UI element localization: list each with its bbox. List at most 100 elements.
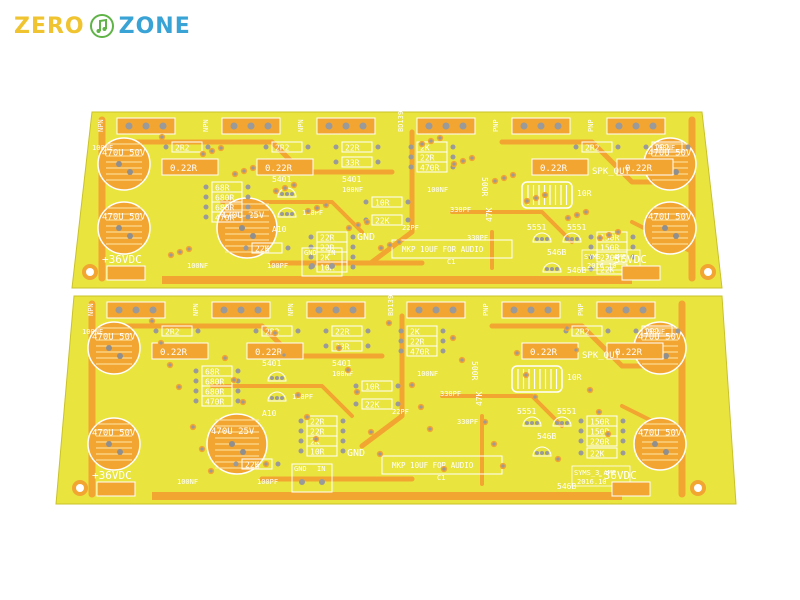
via-hole bbox=[376, 450, 384, 458]
music-note-icon bbox=[89, 14, 114, 38]
resistor-hole bbox=[675, 328, 681, 334]
resistor-label: 2K bbox=[420, 144, 430, 153]
resistor-hole bbox=[630, 254, 636, 260]
power-terminal bbox=[621, 265, 661, 281]
header-hole bbox=[459, 122, 467, 130]
mkp-capacitor-label: MKP 10UF FOR AUDIO bbox=[392, 461, 474, 470]
header-hole bbox=[264, 122, 272, 130]
resistor-hole bbox=[620, 418, 626, 424]
via-hole bbox=[490, 440, 498, 448]
resistor-hole bbox=[245, 214, 251, 220]
transistor-hole bbox=[530, 421, 534, 425]
transistor-hole bbox=[275, 376, 279, 380]
resistor-hole bbox=[203, 204, 209, 210]
transistor-hole bbox=[285, 192, 289, 196]
input-connector-outline bbox=[301, 247, 343, 277]
header-hole bbox=[132, 306, 140, 314]
resistor-outline bbox=[406, 345, 438, 357]
transistor-outline bbox=[277, 207, 297, 218]
via-hole bbox=[199, 150, 207, 158]
capacitor-label: 470U 25V bbox=[211, 427, 255, 437]
resistor-outline bbox=[596, 251, 628, 263]
resistor-label: 680R bbox=[215, 204, 234, 213]
gnd-label: GND bbox=[357, 232, 375, 243]
transistor-label: A10 bbox=[262, 409, 277, 418]
transistor-outline bbox=[267, 371, 287, 382]
mkp-capacitor-outline bbox=[391, 239, 513, 259]
resistor-label: 2R2 bbox=[175, 144, 190, 153]
resistor-hole bbox=[440, 328, 446, 334]
transistor-hole bbox=[550, 267, 554, 271]
transistor-hole bbox=[280, 376, 284, 380]
header-hole bbox=[622, 306, 630, 314]
transistor-hole bbox=[565, 421, 569, 425]
transistor-hole bbox=[540, 451, 544, 455]
capacitor-label: 470U 50V bbox=[102, 212, 146, 222]
via-hole bbox=[166, 361, 174, 369]
resistor-hole bbox=[245, 194, 251, 200]
via-hole bbox=[158, 133, 166, 141]
transistor-hole bbox=[275, 396, 279, 400]
resistor-label: 2K bbox=[410, 328, 420, 337]
resistor-label: 22K bbox=[245, 461, 260, 470]
transistor-label: A10 bbox=[272, 225, 287, 234]
capacitor-label: 470U 50V bbox=[638, 332, 682, 342]
via-hole bbox=[531, 393, 539, 401]
power-resistor-label: 0.22R bbox=[625, 164, 653, 174]
resistor-hole bbox=[405, 199, 411, 205]
capacitor-label: 470U 50V bbox=[92, 428, 136, 438]
capacitor-value-label: 100PF bbox=[267, 262, 288, 270]
header-hole bbox=[425, 122, 433, 130]
via-hole bbox=[148, 317, 156, 325]
transistor-label: 5551 bbox=[567, 223, 586, 232]
via-hole bbox=[572, 346, 580, 354]
via-hole bbox=[345, 224, 353, 232]
via-hole bbox=[116, 225, 122, 231]
via-hole bbox=[189, 423, 197, 431]
via-hole bbox=[468, 154, 476, 162]
gnd-label: GND bbox=[347, 448, 365, 459]
resistor-hole bbox=[405, 217, 411, 223]
via-hole bbox=[450, 160, 458, 168]
via-hole bbox=[198, 445, 206, 453]
via-hole bbox=[239, 398, 247, 406]
via-hole bbox=[272, 187, 280, 195]
power-resistor-label: 0.22R bbox=[530, 348, 558, 358]
via-hole bbox=[673, 233, 679, 239]
resistor-label: 2R2 bbox=[275, 144, 290, 153]
resistor-hole bbox=[450, 154, 456, 160]
connector-label: GND bbox=[294, 465, 307, 473]
resistor-hole bbox=[408, 154, 414, 160]
resistor-hole bbox=[298, 428, 304, 434]
transistor-hole bbox=[280, 192, 284, 196]
resistor-hole bbox=[308, 254, 314, 260]
resistor-label: 10R bbox=[310, 448, 325, 457]
capacitor-label: 470U 50V bbox=[638, 428, 682, 438]
resistor-label: 10R bbox=[567, 373, 582, 382]
via-hole bbox=[596, 234, 604, 242]
capacitor-value-label: 100PF bbox=[257, 478, 278, 486]
resistor-hole bbox=[205, 144, 211, 150]
resistor-label: 2R2 bbox=[575, 328, 590, 337]
output-label: SPK_OUT bbox=[582, 351, 621, 361]
via-hole bbox=[652, 441, 658, 447]
resistor-label: 680R bbox=[205, 388, 224, 397]
via-hole bbox=[367, 428, 375, 436]
resistor-hole bbox=[578, 450, 584, 456]
via-hole bbox=[500, 174, 508, 182]
resistor-label: 47K bbox=[485, 207, 494, 222]
resistor-label: 22K bbox=[590, 450, 605, 459]
resistor-outline bbox=[416, 161, 448, 173]
transistor-hole bbox=[560, 421, 564, 425]
transistor-type-label: NPN bbox=[297, 119, 305, 132]
via-hole bbox=[239, 225, 245, 231]
transistor-hole bbox=[270, 396, 274, 400]
via-hole bbox=[386, 241, 394, 249]
header-hole bbox=[415, 306, 423, 314]
capacitor-pad bbox=[633, 417, 687, 471]
transistor-hole bbox=[540, 237, 544, 241]
resistor-label: 68R bbox=[205, 368, 220, 377]
via-hole bbox=[523, 197, 531, 205]
transistor-label: 546B bbox=[547, 248, 566, 257]
resistor-hole bbox=[350, 254, 356, 260]
